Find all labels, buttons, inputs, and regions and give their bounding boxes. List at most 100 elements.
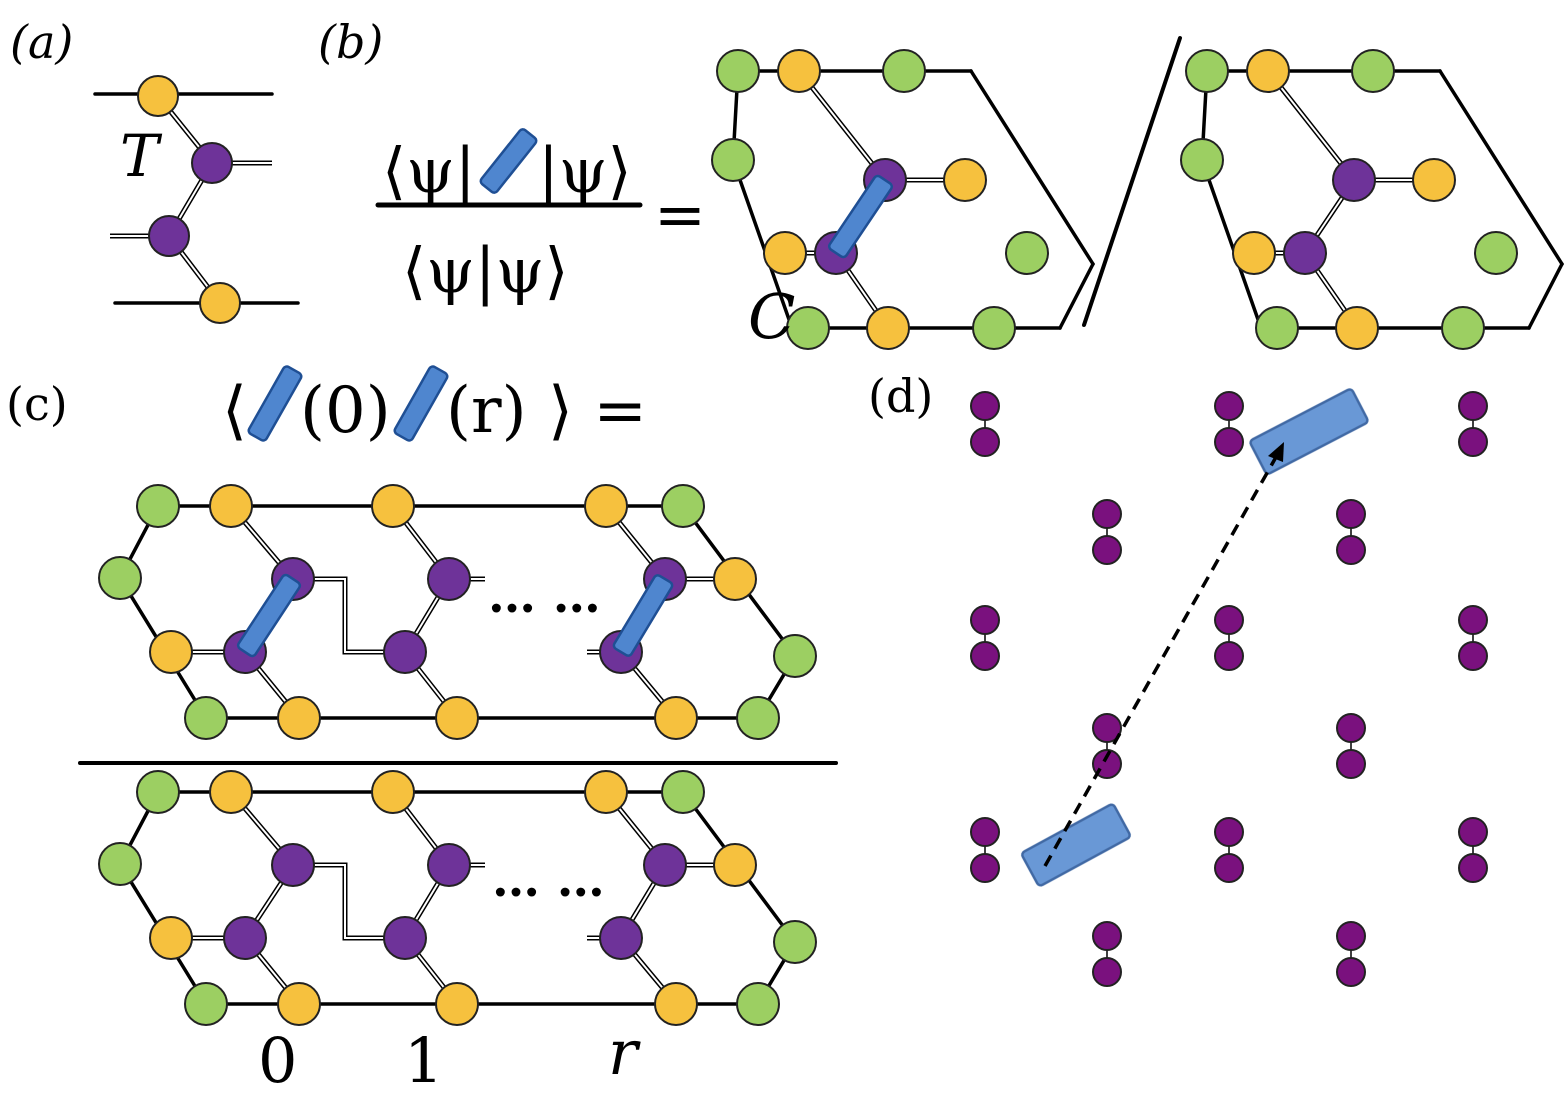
green-node [786, 306, 830, 350]
purple-node [599, 916, 643, 960]
double-bond-inner [798, 70, 886, 181]
orange-node [149, 630, 193, 674]
green-node [1474, 231, 1518, 275]
panel-b [375, 36, 1564, 350]
denominator: ⟨ψ|ψ⟩ [402, 234, 569, 307]
lattice-site [1214, 853, 1244, 883]
green-node [882, 49, 926, 93]
orange-node [1246, 49, 1290, 93]
lattice-dimer-start [1021, 803, 1131, 887]
green-node [716, 49, 760, 93]
division-slash [1082, 36, 1182, 327]
lattice-site [1336, 957, 1366, 987]
lattice-site [1214, 427, 1244, 457]
double-bond-inner [1267, 70, 1355, 181]
lattice-site [1092, 957, 1122, 987]
green-node [661, 484, 705, 528]
panel-b-label: (b) [318, 15, 383, 69]
orange-node [1232, 231, 1276, 275]
panel-d [970, 388, 1488, 987]
arrow-head [1268, 442, 1284, 462]
lattice-site [1336, 499, 1366, 529]
orange-node [371, 770, 415, 814]
orange-node [137, 75, 179, 117]
green-node [1255, 306, 1299, 350]
green-node [736, 696, 780, 740]
lattice-site [1092, 499, 1122, 529]
tensor-t-label: T [120, 122, 163, 190]
double-bond-inner [293, 578, 405, 653]
orange-node [654, 696, 698, 740]
green-node [136, 484, 180, 528]
lattice-dimer-group [1021, 388, 1369, 887]
dimer-operator-numerator [479, 128, 538, 194]
orange-node [654, 982, 698, 1026]
dimer-operator-site-r [612, 574, 674, 657]
orange-node [277, 982, 321, 1026]
lattice-site [1336, 713, 1366, 743]
orange-node [371, 484, 415, 528]
lattice-site [1092, 713, 1122, 743]
purple-node [271, 843, 315, 887]
panel-a-label: (a) [10, 15, 73, 69]
equals-sign: = [654, 178, 706, 251]
green-node [136, 770, 180, 814]
orange-node [149, 916, 193, 960]
orange-node [1412, 158, 1456, 202]
orange-node [777, 49, 821, 93]
green-node [1351, 49, 1395, 93]
purple-node [1332, 158, 1376, 202]
orange-node [713, 843, 757, 887]
lattice-site [1458, 817, 1488, 847]
green-node [1185, 49, 1229, 93]
orange-node [435, 982, 479, 1026]
cluster-edge [1527, 262, 1564, 330]
lattice-site [970, 427, 1000, 457]
purple-node [191, 142, 233, 184]
orange-node [199, 282, 241, 324]
lattice-site [970, 817, 1000, 847]
dimer-operator [827, 174, 894, 259]
panel-d-label: (d) [868, 369, 933, 423]
separation-arrow [1043, 449, 1282, 867]
lattice-site [1458, 427, 1488, 457]
dimer-formula-0 [247, 365, 303, 442]
orange-node [1335, 306, 1379, 350]
lattice-site [1458, 391, 1488, 421]
lattice-site [1336, 535, 1366, 565]
green-node [736, 982, 780, 1026]
lattice-site [1214, 817, 1244, 847]
orange-node [713, 557, 757, 601]
lattice-site [1214, 641, 1244, 671]
panel-c-label: (c) [6, 377, 68, 431]
tensor-c-label: C [748, 280, 795, 353]
lattice-site [1336, 749, 1366, 779]
lattice-site [1458, 641, 1488, 671]
green-node [98, 842, 142, 886]
orange-node [209, 770, 253, 814]
panel-c [78, 365, 838, 1026]
green-node [98, 556, 142, 600]
green-node [1005, 231, 1049, 275]
orange-node [209, 484, 253, 528]
orange-node [435, 696, 479, 740]
cluster-edge [1438, 69, 1564, 266]
purple-node [383, 630, 427, 674]
lattice-site [970, 853, 1000, 883]
lattice-site [1458, 605, 1488, 635]
green-node [184, 982, 228, 1026]
cluster-edge [1058, 262, 1095, 330]
cluster-edge [1200, 158, 1263, 330]
orange-node [763, 231, 807, 275]
orange-node [943, 158, 987, 202]
ellipsis-bottom: … … [492, 852, 605, 908]
formula-open: ⟨ [222, 374, 247, 448]
green-node [184, 696, 228, 740]
lattice-site [970, 391, 1000, 421]
panel-a [93, 75, 300, 324]
purple-node [643, 843, 687, 887]
green-node [773, 634, 817, 678]
orange-node [584, 484, 628, 528]
green-node [773, 920, 817, 964]
green-node [1441, 306, 1485, 350]
